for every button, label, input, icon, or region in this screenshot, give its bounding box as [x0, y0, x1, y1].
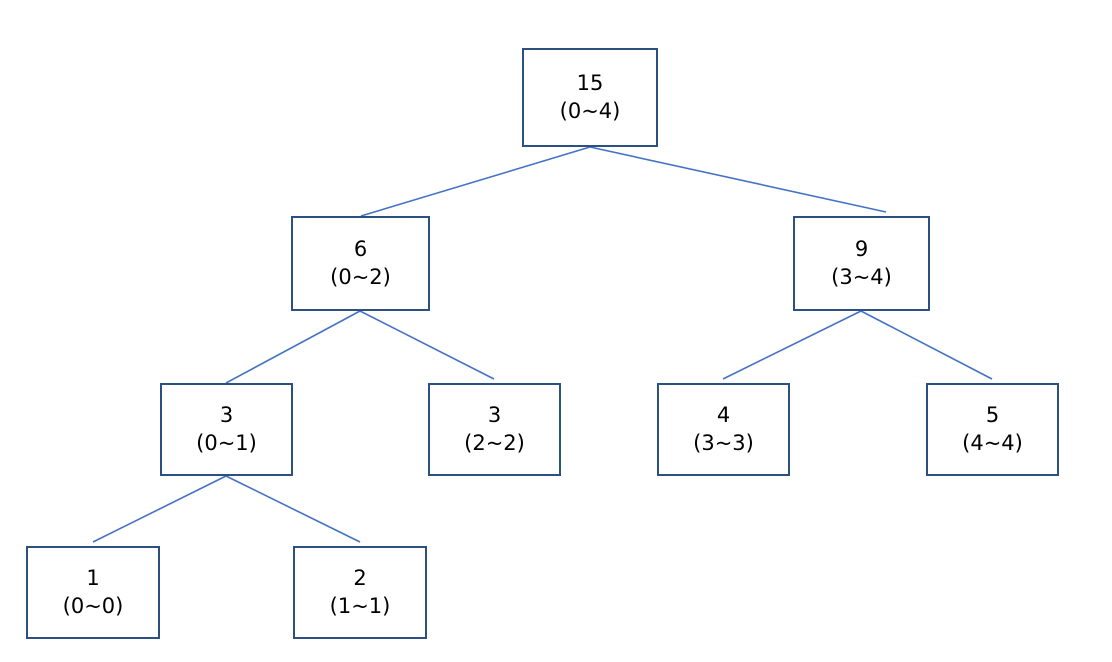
tree-node[interactable]: 9(3~4) — [793, 216, 930, 311]
tree-node[interactable]: 4(3~3) — [657, 383, 790, 476]
tree-node[interactable]: 5(4~4) — [926, 383, 1059, 476]
tree-edge — [589, 146, 887, 213]
tree-node-range: (1~1) — [329, 593, 391, 618]
tree-edge — [92, 475, 227, 543]
tree-node-range: (0~4) — [559, 98, 621, 123]
tree-node[interactable]: 3(0~1) — [160, 383, 293, 476]
tree-node[interactable]: 6(0~2) — [291, 216, 430, 311]
tree-node-value: 4 — [716, 403, 731, 428]
tree-node-range: (2~2) — [464, 430, 525, 455]
tree-edge — [225, 310, 361, 384]
tree-edge — [860, 310, 993, 380]
tree-edge — [722, 310, 862, 380]
tree-node-range: (4~4) — [962, 430, 1023, 455]
tree-node[interactable]: 2(1~1) — [293, 546, 427, 639]
tree-edge — [225, 475, 361, 543]
tree-node-value: 3 — [487, 403, 502, 428]
tree-node[interactable]: 15(0~4) — [522, 48, 658, 147]
tree-node-value: 15 — [576, 71, 604, 96]
tree-node-value: 3 — [219, 403, 234, 428]
tree-node-range: (0~2) — [330, 264, 391, 289]
tree-node-value: 5 — [985, 403, 1000, 428]
tree-edge — [360, 146, 591, 217]
tree-node-range: (0~0) — [62, 593, 124, 618]
tree-node-range: (3~4) — [831, 264, 892, 289]
tree-node[interactable]: 3(2~2) — [428, 383, 561, 476]
tree-node-value: 9 — [854, 237, 869, 262]
tree-node-value: 2 — [353, 566, 367, 591]
tree-node[interactable]: 1(0~0) — [26, 546, 160, 639]
tree-node-value: 6 — [353, 237, 368, 262]
tree-node-range: (0~1) — [196, 430, 257, 455]
tree-edge — [359, 310, 495, 380]
tree-node-range: (3~3) — [693, 430, 754, 455]
tree-node-value: 1 — [86, 566, 100, 591]
